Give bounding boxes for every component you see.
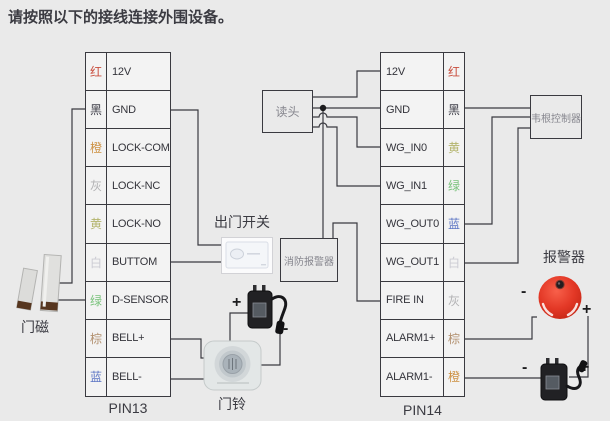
pin13-row: 棕 BELL+	[86, 319, 170, 358]
pin14-row: ALARM1+ 棕	[381, 319, 464, 358]
wire-gnd-to-exit-button	[170, 109, 222, 246]
wire-color-label: 蓝	[443, 205, 464, 243]
wiegand-controller-box: 韦根控制器	[530, 95, 582, 139]
wire-wgout0-to-wiegand	[465, 116, 530, 225]
power-adapter2-image	[540, 358, 588, 401]
wire-fire-alarm-to-firein	[332, 222, 380, 302]
terminal-label: GND	[386, 103, 410, 116]
door-sensor-image	[16, 253, 62, 313]
alarm-label: 报警器	[543, 249, 585, 265]
adapter1-plus-sign: +	[232, 294, 242, 311]
adapter1-minus-sign: -	[283, 320, 289, 337]
terminal-label: WG_IN0	[386, 141, 427, 154]
wire-reader-to-12v	[313, 70, 380, 98]
wire-color-label: 黑	[443, 91, 464, 129]
pin14-row: WG_IN1 绿	[381, 167, 464, 206]
adapter2-minus-sign: -	[522, 359, 528, 376]
doorbell-image	[203, 340, 262, 391]
wire-color-label: 黄	[86, 205, 107, 243]
terminal-label: LOCK-NO	[112, 217, 161, 230]
pin13-row: 黑 GND	[86, 91, 170, 130]
terminal-label: D-SENSOR	[112, 294, 169, 307]
terminal-label: 12V	[112, 65, 131, 78]
door-sensor-large-bar	[39, 253, 62, 313]
terminal-label: WG_OUT0	[386, 217, 439, 230]
terminal-label: BELL-	[112, 370, 142, 383]
doorbell-label: 门铃	[218, 396, 246, 412]
wire-reader-to-wgin1	[313, 122, 380, 187]
terminal-label: 12V	[386, 65, 405, 78]
wire-color-label: 白	[443, 243, 464, 281]
power-adapter1-image	[247, 285, 288, 335]
wire-color-label: 红	[86, 53, 107, 91]
wire-gnd-to-door-sensor	[57, 108, 85, 284]
pin14-row: ALARM1- 橙	[381, 357, 464, 396]
terminal-label: ALARM1-	[386, 370, 433, 383]
pin13-row: 绿 D-SENSOR	[86, 281, 170, 320]
pin13-row: 橙 LOCK-COM	[86, 129, 170, 168]
pin13-row: 灰 LOCK-NC	[86, 167, 170, 206]
pin14-row: GND 黑	[381, 91, 464, 130]
pin14-row: WG_OUT1 白	[381, 243, 464, 282]
pin14-name-label: PIN14	[403, 402, 442, 418]
pin13-row: 黄 LOCK-NO	[86, 205, 170, 244]
wire-color-label: 黄	[443, 129, 464, 167]
bottom-white-strip	[0, 421, 610, 428]
wire-color-label: 蓝	[86, 357, 107, 396]
door-sensor-small-bar	[16, 267, 38, 311]
pin13-row: 红 12V	[86, 53, 170, 92]
page-title: 请按照以下的接线连接外围设备。	[8, 9, 234, 26]
wire-alarmplus-to-bell	[465, 316, 537, 340]
reader-box: 读头	[262, 90, 313, 133]
wire-color-label: 橙	[86, 129, 107, 167]
wire-adapter1-minus-to-doorbell	[261, 322, 281, 366]
exit-button-image	[221, 237, 273, 274]
wire-color-label: 红	[443, 53, 464, 91]
terminal-label: ALARM1+	[386, 332, 436, 345]
pin14-row: WG_OUT0 蓝	[381, 205, 464, 244]
pin14-connector: 12V 红 GND 黑 WG_IN0 黄 WG_IN1 绿 WG_OUT0 蓝 WG_OU…	[380, 52, 465, 397]
fire-alarm-box: 消防报警器	[280, 238, 338, 282]
alarm-bell-image	[538, 276, 582, 319]
doorbell-speaker-grille	[228, 358, 237, 370]
terminal-label: FIRE IN	[386, 294, 424, 307]
pin14-row: FIRE IN 灰	[381, 281, 464, 320]
wire-color-label: 灰	[86, 167, 107, 205]
pin14-row: 12V 红	[381, 53, 464, 92]
wire-color-label: 绿	[86, 281, 107, 319]
terminal-label: LOCK-COM	[112, 141, 170, 154]
terminal-label: BUTTOM	[112, 256, 158, 269]
wire-color-label: 黑	[86, 91, 107, 129]
terminal-label: BELL+	[112, 332, 145, 345]
wire-wgout1-to-wiegand	[465, 127, 530, 264]
wire-reader-to-wgin0	[313, 112, 380, 148]
door-sensor-label: 门磁	[21, 319, 49, 335]
wire-color-label: 橙	[443, 357, 464, 396]
wire-color-label: 绿	[443, 167, 464, 205]
pin13-row: 蓝 BELL-	[86, 357, 170, 396]
pin14-row: WG_IN0 黄	[381, 129, 464, 168]
wire-color-label: 棕	[443, 319, 464, 357]
exit-button-label: 出门开关	[214, 214, 270, 230]
junction-dot	[319, 104, 327, 112]
wire-color-label: 棕	[86, 319, 107, 357]
wire-color-label: 白	[86, 243, 107, 281]
bell-dome	[538, 276, 582, 319]
bell-minus-sign: -	[521, 283, 527, 300]
adapter-cable	[270, 295, 288, 325]
wire-bellplus-to-doorbell	[170, 338, 207, 359]
wire-bell-to-adapter2	[569, 316, 589, 378]
wire-adapter1-plus-to-doorbell	[229, 312, 248, 341]
pin13-row: 白 BUTTOM	[86, 243, 170, 282]
terminal-label: WG_IN1	[386, 179, 427, 192]
bell-plus-sign: +	[582, 301, 592, 318]
terminal-label: LOCK-NC	[112, 179, 161, 192]
terminal-label: GND	[112, 103, 136, 116]
wire-color-label: 灰	[443, 281, 464, 319]
pin13-name-label: PIN13	[108, 400, 148, 416]
bell-striker-cap	[555, 279, 565, 290]
terminal-label: WG_OUT1	[386, 256, 439, 269]
